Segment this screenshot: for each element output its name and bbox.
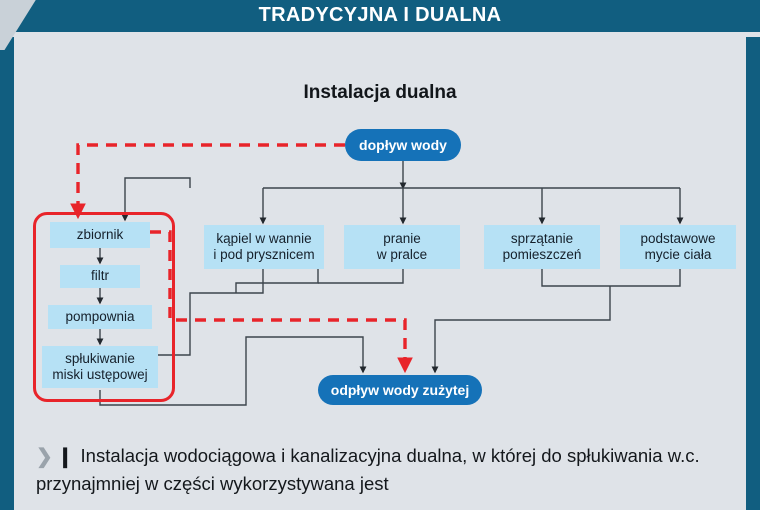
node-inflow[interactable]: dopływ wody	[345, 129, 461, 161]
node-mycie[interactable]: podstawowe mycie ciała	[620, 225, 736, 269]
node-pranie-line2: w pralce	[376, 247, 428, 262]
node-zbiornik[interactable]: zbiornik	[50, 222, 150, 248]
chevron-right-icon: ❯	[36, 446, 53, 468]
node-sprzatanie-line2: pomieszczeń	[502, 247, 582, 262]
node-splukiwanie[interactable]: spłukiwanie miski ustępowej	[42, 346, 158, 388]
node-splukiwanie-line1: spłukiwanie	[65, 350, 135, 366]
node-outflow[interactable]: odpływ wody zużytej	[318, 375, 482, 405]
caption: ❯❙Instalacja wodociągowa i kanalizacyjna…	[36, 443, 736, 498]
node-filtr[interactable]: filtr	[60, 265, 140, 288]
node-mycie-line1: podstawowe	[640, 230, 716, 246]
bullet-bar-icon: ❙	[56, 446, 74, 468]
page-title: TRADYCYJNA I DUALNA	[258, 4, 502, 26]
node-kapiel-line2: i pod prysznicem	[213, 247, 315, 262]
node-kapiel[interactable]: kąpiel w wannie i pod prysznicem	[204, 225, 324, 269]
diagram-title: Instalacja dualna	[303, 82, 457, 103]
node-pranie[interactable]: pranie w pralce	[344, 225, 460, 269]
frame-bar-left	[0, 37, 14, 510]
header-underline	[0, 32, 760, 37]
node-pranie-line1: pranie	[383, 230, 421, 246]
frame-bar-right	[746, 37, 760, 510]
node-sprzatanie-line1: sprzątanie	[510, 230, 574, 246]
caption-text: Instalacja wodociągowa i kanalizacyjna d…	[36, 445, 700, 495]
header-bar	[0, 0, 760, 32]
node-splukiwanie-line2: miski ustępowej	[52, 367, 148, 382]
node-kapiel-line1: kąpiel w wannie	[216, 230, 312, 246]
node-mycie-line2: mycie ciała	[644, 247, 712, 262]
node-sprzatanie[interactable]: sprzątanie pomieszczeń	[484, 225, 600, 269]
node-pompownia[interactable]: pompownia	[48, 305, 152, 329]
